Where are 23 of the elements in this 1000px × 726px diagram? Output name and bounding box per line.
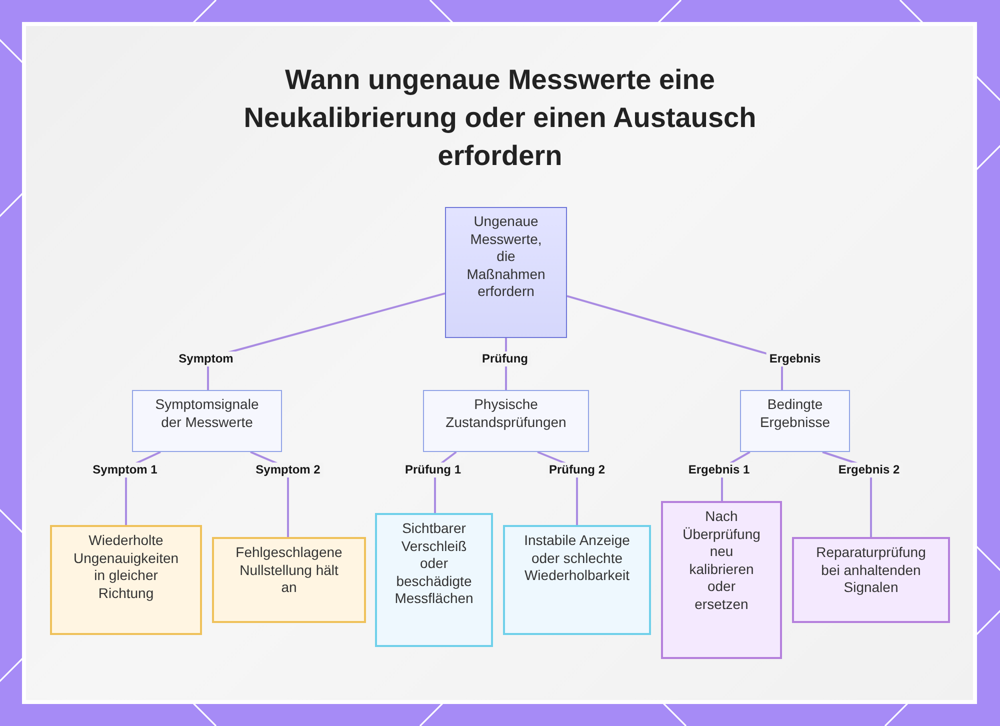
category-box: [740, 390, 850, 452]
node-text: Physische Zustandsprüfungen: [444, 396, 568, 431]
node-text: Reparaturprüfung bei anhaltenden Signalen: [815, 544, 927, 596]
connector-line: [566, 295, 783, 390]
node-text: Nach Überprüfung neu kalibrieren oder ersetzen: [682, 508, 762, 613]
node-text: Bedingte Ergebnisse: [758, 396, 832, 431]
diagram-title: Wann ungenaue Messwerte eine Neukalibrierung oder einen Austausch erfordern: [242, 63, 758, 173]
root-box: [445, 207, 567, 338]
node-text: Fehlgeschlagene Nullstellung hält an: [234, 544, 344, 596]
detail-box: [212, 537, 366, 623]
detail-box: [50, 525, 202, 635]
detail-box: [375, 513, 493, 647]
node-text: Symptomsignale der Messwerte: [154, 396, 260, 431]
detail-box: [792, 537, 950, 623]
node-text: Sichtbarer Verschleiß oder beschädigte Messflächen: [394, 520, 474, 608]
detail-box: [503, 525, 651, 635]
node-text: Instabile Anzeige oder schlechte Wiederholbarkeit: [523, 532, 631, 584]
category-box: [132, 390, 282, 452]
connector-line: [207, 292, 446, 390]
node-text: Wiederholte Ungenauigkeiten in gleicher Richtung: [72, 532, 180, 602]
node-text: Ungenaue Messwerte, die Maßnahmen erfordern: [466, 213, 546, 300]
category-box: [423, 390, 589, 452]
detail-box: [661, 501, 782, 659]
